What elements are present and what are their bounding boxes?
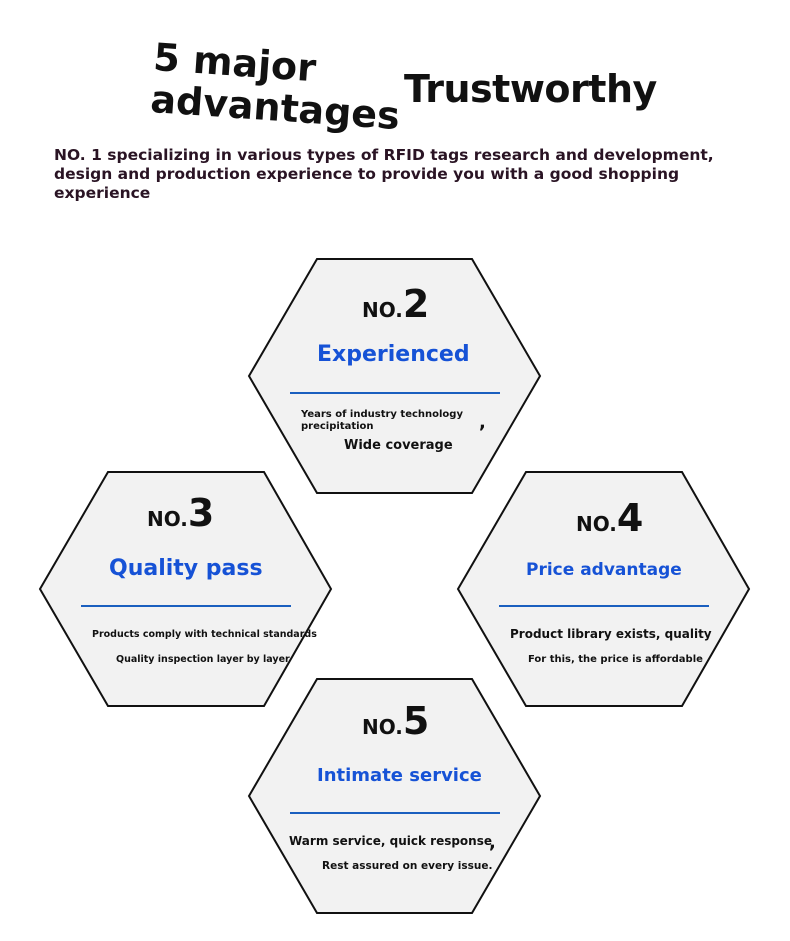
card-4-digit: 4 (616, 496, 644, 540)
card-4-title: Price advantage (526, 560, 682, 580)
card-4-divider (499, 605, 709, 607)
card-2-line1b: precipitation (301, 421, 374, 432)
headline-trustworthy: Trustworthy (404, 67, 657, 111)
card-3-digit: 3 (187, 491, 215, 535)
card-3-title: Quality pass (109, 556, 263, 581)
card-3-divider (81, 605, 291, 607)
hexagon-card-3 (38, 471, 333, 707)
card-2-divider (290, 392, 500, 394)
card-2-title: Experienced (317, 342, 470, 367)
card-3-number: NO.3 (147, 491, 214, 535)
card-4-number: NO.4 (576, 496, 643, 540)
card-4-line2: For this, the price is affordable (528, 654, 703, 665)
card-2-prefix: NO. (362, 298, 403, 322)
card-4-line1: Product library exists, quality (510, 627, 712, 641)
card-2-line2: Wide coverage (344, 438, 453, 453)
card-5-title: Intimate service (317, 765, 482, 786)
card-4-prefix: NO. (576, 512, 617, 536)
card-2-comma: , (479, 412, 486, 433)
intro-text: NO. 1 specializing in various types of R… (54, 146, 714, 202)
card-5-prefix: NO. (362, 715, 403, 739)
card-2-line1: Years of industry technology (301, 409, 463, 420)
card-5-line1: Warm service, quick response (289, 834, 493, 848)
card-2-digit: 2 (402, 282, 430, 326)
card-5-divider (290, 812, 500, 814)
card-5-digit: 5 (402, 699, 430, 743)
card-5-number: NO.5 (362, 699, 429, 743)
card-3-line2: Quality inspection layer by layer (116, 654, 290, 665)
hexagon-card-2 (247, 258, 542, 494)
hexagon-card-4 (456, 471, 751, 707)
card-5-line2: Rest assured on every issue. (322, 860, 493, 872)
hexagon-card-5 (247, 678, 542, 914)
card-3-line1: Products comply with technical standards (92, 629, 317, 640)
card-5-comma: , (489, 832, 496, 853)
card-3-prefix: NO. (147, 507, 188, 531)
card-2-number: NO.2 (362, 282, 429, 326)
